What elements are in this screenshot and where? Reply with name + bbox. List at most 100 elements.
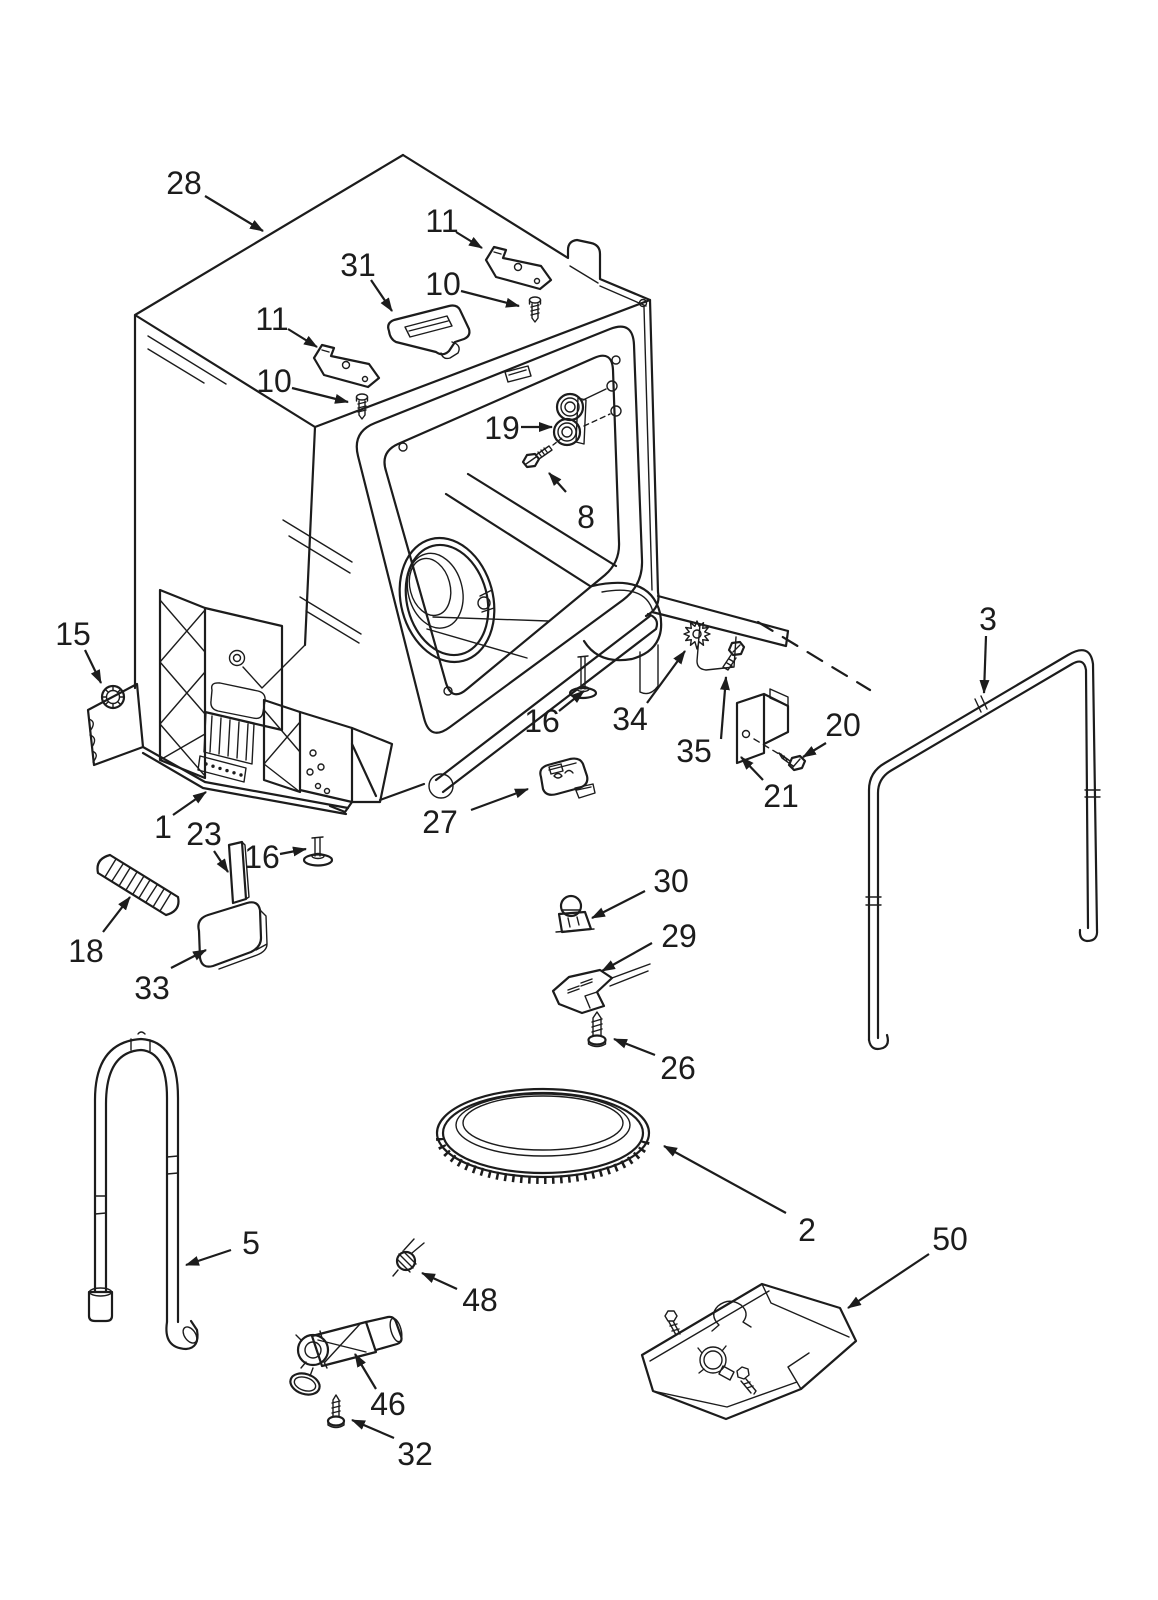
- callout-46: 46: [354, 1353, 406, 1422]
- float-bracket-29: [551, 963, 651, 1015]
- part-number-label: 3: [979, 601, 997, 637]
- spring-18: [96, 853, 180, 917]
- wire-clamp-48: [392, 1238, 425, 1277]
- callout-23: 23: [186, 816, 229, 873]
- leader-arrow: [279, 846, 307, 857]
- leader-arrow: [213, 850, 229, 873]
- leader-arrow: [455, 231, 483, 249]
- callout-48: 48: [421, 1271, 498, 1318]
- pad-33: [197, 901, 268, 970]
- callout-2: 2: [663, 1145, 816, 1248]
- callout-16: 16: [524, 690, 585, 739]
- leader-arrow: [470, 787, 529, 812]
- callout-50: 50: [847, 1221, 968, 1309]
- callout-10: 10: [256, 363, 349, 404]
- part-number-label: 10: [256, 363, 292, 399]
- bracket-21: [735, 688, 790, 765]
- sump: [398, 536, 496, 664]
- part-number-label: 16: [524, 703, 560, 739]
- leader-arrow: [287, 328, 318, 348]
- callout-29: 29: [601, 918, 697, 972]
- part-number-label: 1: [154, 809, 172, 845]
- callout-33: 33: [134, 949, 207, 1006]
- grommet-15: [100, 684, 126, 710]
- leader-arrow: [646, 650, 686, 704]
- leader-arrow: [663, 1145, 787, 1214]
- mounting-bracket-11-left: [312, 343, 381, 389]
- callout-28: 28: [166, 165, 264, 232]
- part-number-label: 19: [484, 410, 520, 446]
- callout-20: 20: [802, 707, 861, 758]
- leader-arrow: [979, 635, 990, 694]
- callout-35: 35: [676, 676, 730, 769]
- leader-arrow: [719, 676, 730, 740]
- leader-arrow: [548, 472, 567, 493]
- leader-arrow: [291, 386, 349, 404]
- callout-5: 5: [185, 1225, 260, 1267]
- callout-19: 19: [484, 410, 553, 446]
- leader-arrow: [185, 1248, 232, 1267]
- leader-arrow: [172, 791, 207, 816]
- callout-31: 31: [340, 247, 393, 312]
- screw-26: [587, 1011, 607, 1048]
- leader-arrow: [170, 949, 207, 969]
- leader-arrow: [591, 890, 646, 919]
- check-valve-46: [289, 1315, 403, 1396]
- part-number-label: 30: [653, 863, 689, 899]
- callout-11: 11: [425, 203, 483, 249]
- parts-bag-50: [640, 1282, 858, 1421]
- leader-arrow: [102, 896, 131, 933]
- part-number-label: 31: [340, 247, 376, 283]
- float-30: [555, 894, 595, 934]
- callout-32: 32: [351, 1418, 433, 1472]
- callout-26: 26: [613, 1037, 696, 1086]
- base-frame-1: [86, 588, 426, 816]
- part-number-label: 34: [612, 701, 648, 737]
- callout-18: 18: [68, 896, 131, 969]
- part-number-label: 2: [798, 1212, 816, 1248]
- door-gasket-3: [865, 649, 1101, 1051]
- screw-8: [521, 437, 563, 469]
- clip-27: [539, 757, 596, 799]
- part-number-label: 35: [676, 733, 712, 769]
- part-number-label: 16: [244, 839, 280, 875]
- part-number-label: 10: [425, 266, 461, 302]
- callout-16: 16: [244, 839, 307, 875]
- tub-assembly-28: [133, 153, 872, 799]
- leader-arrow: [847, 1253, 930, 1309]
- leader-arrow: [351, 1418, 395, 1440]
- callout-34: 34: [612, 650, 686, 737]
- strike-plate-31: [387, 304, 471, 360]
- leader-arrow: [421, 1271, 458, 1291]
- part-number-label: 5: [242, 1225, 260, 1261]
- part-number-label: 50: [932, 1221, 968, 1257]
- shim-23: [227, 840, 250, 905]
- callout-3: 3: [979, 601, 997, 694]
- part-number-label: 20: [825, 707, 861, 743]
- leader-arrow: [354, 1353, 377, 1390]
- part-number-label: 46: [370, 1386, 406, 1422]
- part-number-label: 11: [255, 301, 288, 337]
- part-number-label: 28: [166, 165, 202, 201]
- leader-arrow: [558, 690, 585, 712]
- sump-seal-ring-2: [435, 1087, 651, 1184]
- part-number-label: 32: [397, 1436, 433, 1472]
- part-number-label: 27: [422, 804, 458, 840]
- part-number-label: 23: [186, 816, 222, 852]
- part-number-label: 33: [134, 970, 170, 1006]
- leader-arrow: [740, 756, 764, 781]
- leader-arrow: [370, 279, 393, 312]
- drain-loop-hose-5: [87, 1031, 199, 1351]
- callout-1: 1: [154, 791, 207, 845]
- screw-32: [326, 1394, 346, 1429]
- callout-30: 30: [591, 863, 689, 919]
- callout-27: 27: [422, 787, 529, 840]
- screw-20: [778, 752, 807, 772]
- callout-15: 15: [55, 616, 102, 684]
- leader-arrow: [802, 742, 827, 758]
- callout-21: 21: [740, 756, 799, 814]
- callout-8: 8: [548, 472, 595, 535]
- mounting-bracket-11-right: [484, 245, 553, 291]
